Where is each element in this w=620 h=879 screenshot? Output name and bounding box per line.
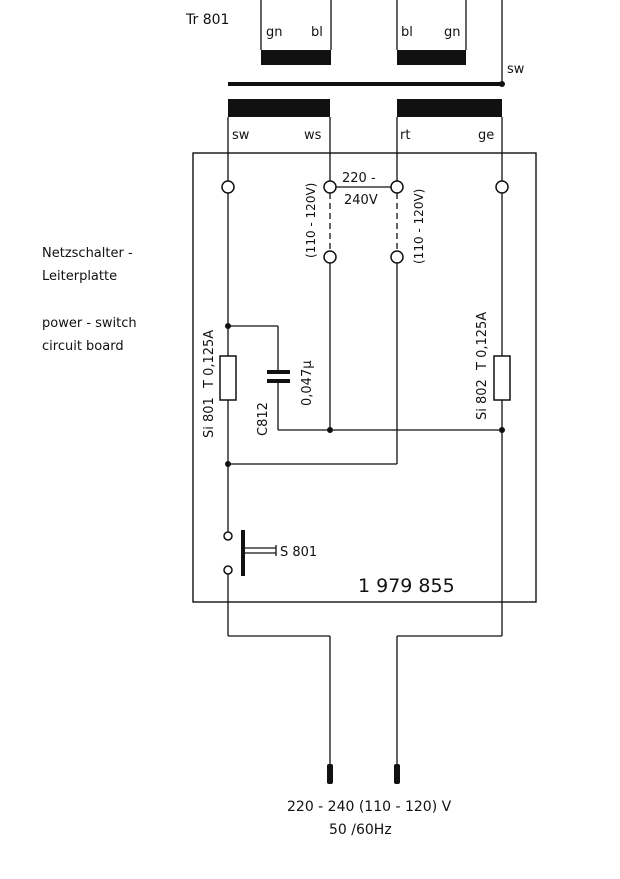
- winding-block-top-right: [397, 50, 466, 65]
- wire-label-rt: rt: [400, 128, 410, 143]
- terminal-110-left: [323, 250, 337, 264]
- voltage-low-left: (110 - 120V): [304, 183, 318, 258]
- mains-frequency: 50 /60Hz: [329, 822, 392, 838]
- board-label-en: power - switch circuit board: [42, 312, 137, 358]
- mains-voltage: 220 - 240 (110 - 120) V: [287, 799, 452, 815]
- board-label-de-line2: Leiterplatte: [42, 269, 118, 284]
- capacitor-value: 0,047µ: [300, 361, 315, 407]
- board-label-de: Netzschalter - Leiterplatte: [42, 242, 133, 288]
- circuit-board-outline: [192, 152, 537, 603]
- wire-label-sw: sw: [232, 128, 250, 143]
- winding-block-bottom-left: [228, 99, 330, 117]
- voltage-low-right: (110 - 120V): [412, 189, 426, 264]
- wire-label-bl-left: bl: [311, 25, 323, 40]
- wire-label-gn-left: gn: [266, 25, 283, 40]
- fuse-si802-ref: Si 802: [475, 379, 490, 420]
- voltage-high-line2: 240V: [344, 193, 378, 208]
- switch-ref: S 801: [280, 545, 317, 560]
- fuse-si802: [493, 355, 511, 401]
- fuse-si802-rating: T 0,125A: [475, 312, 490, 371]
- capacitor-ref: C812: [256, 402, 271, 436]
- terminal-110-right: [390, 250, 404, 264]
- wire-label-sw-screen: sw: [507, 62, 525, 77]
- wire-label-ge: ge: [478, 128, 494, 143]
- board-part-number: 1 979 855: [358, 575, 455, 597]
- switch-contact-bottom: [223, 565, 233, 575]
- mains-plug-pin-left: [327, 764, 333, 784]
- wire-label-bl-right: bl: [401, 25, 413, 40]
- terminal-ge: [495, 180, 509, 194]
- transformer-primary-left: gn bl: [260, 0, 332, 65]
- terminal-sw: [221, 180, 235, 194]
- mains-plug-pin-right: [394, 764, 400, 784]
- voltage-high-line1: 220 -: [342, 171, 376, 186]
- wire-label-gn-right: gn: [444, 25, 461, 40]
- switch-contact-top: [223, 531, 233, 541]
- winding-block-bottom-right: [397, 99, 502, 117]
- fuse-si801-rating: T 0,125A: [202, 330, 217, 389]
- terminal-ws: [323, 180, 337, 194]
- board-label-en-line1: power - switch: [42, 316, 137, 331]
- fuse-si801: [219, 355, 237, 401]
- transformer-ref: Tr 801: [185, 12, 229, 28]
- screen-junction: [499, 81, 505, 87]
- winding-block-top-left: [261, 50, 331, 65]
- capacitor-c812: [267, 370, 290, 383]
- switch-s801: [241, 530, 277, 576]
- wire-label-ws: ws: [304, 128, 322, 143]
- board-label-en-line2: circuit board: [42, 339, 124, 354]
- transformer-primary-right: bl gn: [396, 0, 467, 65]
- board-label-de-line1: Netzschalter -: [42, 246, 133, 261]
- fuse-si801-ref: Si 801: [202, 397, 217, 438]
- terminal-rt: [390, 180, 404, 194]
